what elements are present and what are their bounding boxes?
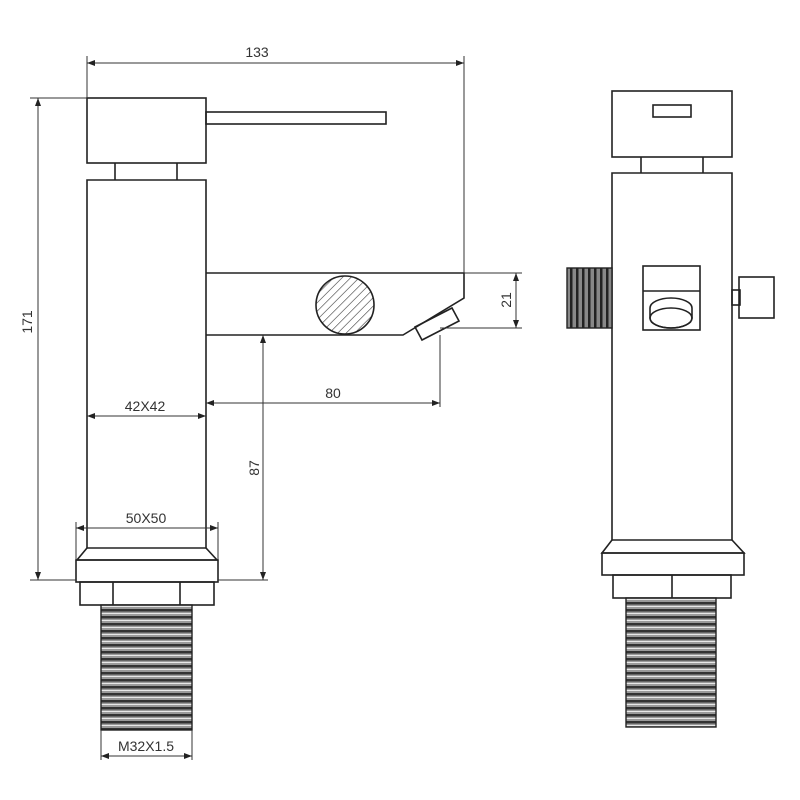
dim-label-thread: M32X1.5: [118, 738, 174, 754]
side-view: [75, 97, 465, 731]
handle-block: [86, 97, 207, 164]
dimensions: 133 171 21 80 87 42X42 50X50 M32X1.5: [19, 44, 522, 760]
dim-label-spout-height: 21: [498, 292, 514, 308]
dim-label-base-section: 50X50: [126, 510, 167, 526]
dim-label-body-section: 42X42: [125, 398, 166, 414]
base-plate: [75, 559, 219, 583]
spout-section-hatched: [315, 275, 375, 335]
lock-nut: [79, 581, 215, 606]
front-view: [566, 90, 775, 728]
aerator: [413, 306, 461, 342]
handle-slot: [652, 104, 692, 118]
aerator-outlet: [649, 297, 693, 329]
handle-block: [611, 90, 733, 158]
body: [86, 179, 207, 549]
outlet-recess: [642, 265, 701, 331]
dim-label-overall-height: 171: [19, 310, 35, 334]
body: [611, 172, 733, 541]
dim-label-spout-reach: 80: [325, 385, 341, 401]
mounting-thread: [100, 604, 193, 731]
base-chamfer: [75, 547, 219, 561]
knob-stem: [731, 289, 741, 306]
lever: [205, 111, 387, 125]
dim-label-overall-width: 133: [245, 44, 269, 60]
spout: [206, 272, 465, 336]
mounting-thread: [625, 597, 717, 728]
side-thread: [566, 267, 613, 329]
dim-label-spout-clearance: 87: [246, 460, 262, 476]
side-knob: [738, 276, 775, 319]
base-plate: [601, 552, 745, 576]
base-chamfer: [600, 539, 746, 554]
